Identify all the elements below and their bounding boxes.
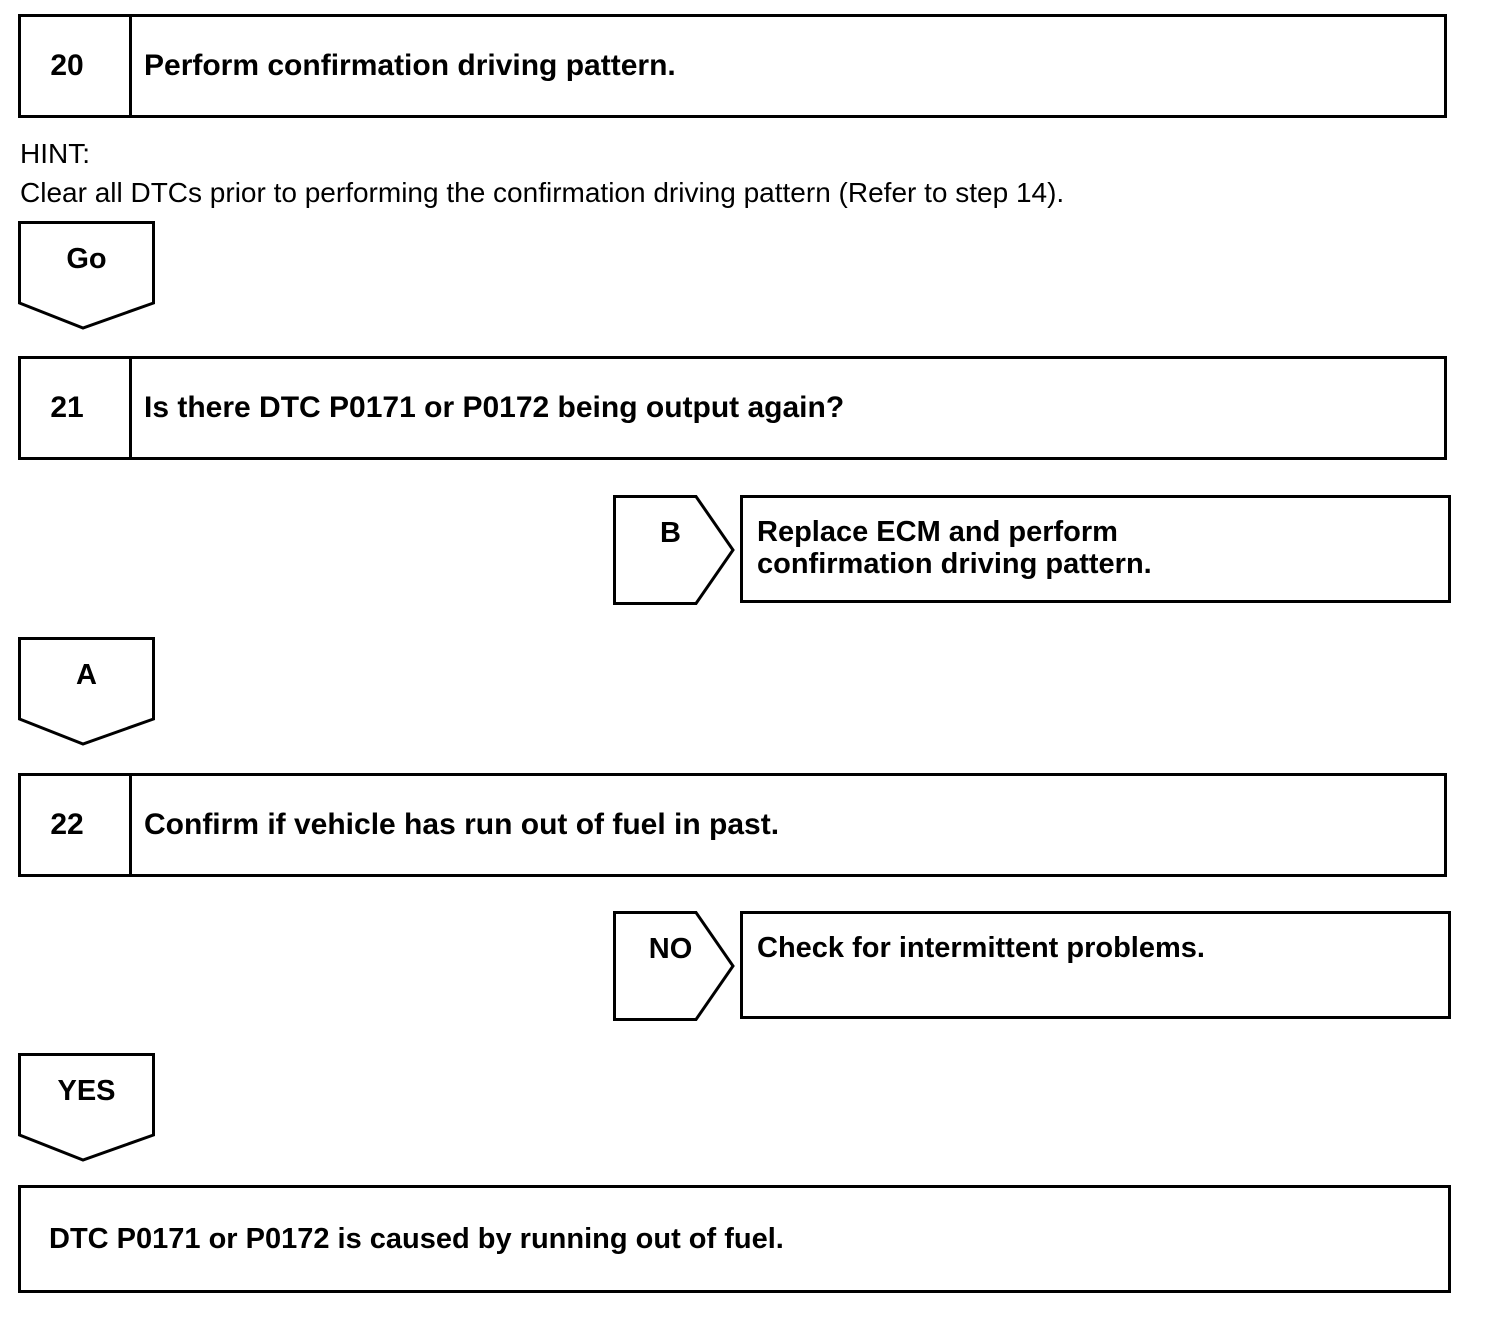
b-label: B	[660, 517, 681, 549]
yes-label: YES	[57, 1075, 116, 1107]
step-title: Confirm if vehicle has run out of fuel i…	[144, 808, 780, 841]
b-tag: B	[613, 495, 737, 605]
hint-text: Clear all DTCs prior to performing the c…	[20, 177, 1065, 208]
no-action-box: Check for intermittent problems.	[740, 911, 1451, 1019]
right-arrow-shape	[613, 495, 735, 605]
step-title: Perform confirmation driving pattern.	[144, 49, 676, 82]
down-arrow-shape	[18, 1053, 155, 1162]
yes-tag: YES	[18, 1053, 155, 1163]
a-label: A	[76, 659, 97, 691]
hint-label: HINT:	[20, 138, 90, 169]
step-number: 20	[21, 17, 132, 115]
a-tag: A	[18, 637, 155, 747]
b-action-box: Replace ECM and perform confirmation dri…	[740, 495, 1451, 603]
no-tag: NO	[613, 911, 737, 1021]
step-22-box: 22 Confirm if vehicle has run out of fue…	[18, 773, 1447, 877]
step-number: 21	[21, 359, 132, 457]
step-title: Is there DTC P0171 or P0172 being output…	[144, 391, 845, 424]
go-label: Go	[66, 243, 107, 275]
go-tag: Go	[18, 221, 155, 331]
down-arrow-shape	[18, 221, 155, 330]
right-arrow-shape	[613, 911, 735, 1021]
no-label: NO	[648, 933, 693, 965]
step-number: 22	[21, 776, 132, 874]
step-20-box: 20 Perform confirmation driving pattern.	[18, 14, 1447, 118]
result-box: DTC P0171 or P0172 is caused by running …	[18, 1185, 1451, 1293]
step-21-box: 21 Is there DTC P0171 or P0172 being out…	[18, 356, 1447, 460]
down-arrow-shape	[18, 637, 155, 746]
